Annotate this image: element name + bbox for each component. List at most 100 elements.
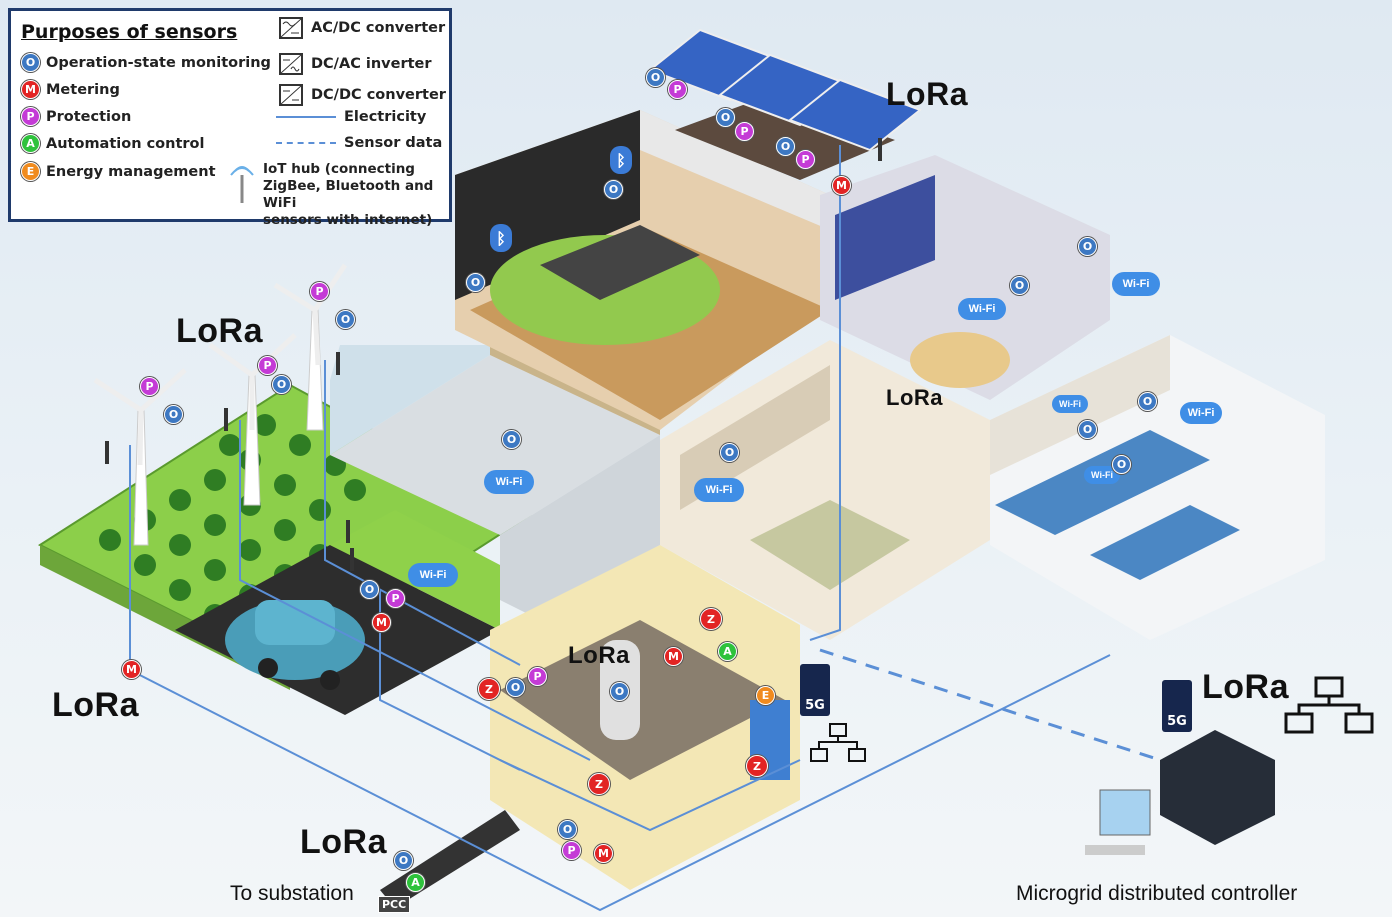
living-room <box>660 340 990 640</box>
electricity-lines <box>129 145 1111 912</box>
wifi-cloud-laundry: Wi-Fi <box>958 298 1006 320</box>
sensor-data-line-swatch <box>276 142 336 144</box>
dcac-inverter-icon <box>224 408 228 431</box>
controller-label: Microgrid distributed controller <box>1016 882 1298 905</box>
operation-badge-icon: O <box>646 68 665 87</box>
legend-label: Protection <box>46 108 132 125</box>
iot-hub-description: IoT hub (connecting ZigBee, Bluetooth an… <box>263 161 449 229</box>
protection-badge-icon: P <box>310 282 329 301</box>
protection-badge-icon: P <box>735 122 754 141</box>
legend-item-iot-hub: IoT hub (connecting ZigBee, Bluetooth an… <box>227 161 449 229</box>
legend-label: Energy management <box>46 163 216 180</box>
electricity-line-swatch <box>276 116 336 118</box>
lora-label-living: LoRa <box>886 385 943 410</box>
wifi-cloud-kitchen-small: Wi-Fi <box>1052 395 1088 413</box>
wifi-cloud-bath: Wi-Fi <box>1112 272 1160 296</box>
operation-badge-icon: O <box>1078 237 1097 256</box>
lora-label-substation: LoRa <box>300 823 387 861</box>
acdc-converter-icon <box>279 17 303 39</box>
kitchen <box>990 335 1325 640</box>
iot-hub-icon <box>227 161 257 229</box>
to-substation-label: To substation <box>230 882 354 905</box>
network-topology-icon <box>1284 676 1374 734</box>
bathroom <box>820 155 1110 400</box>
operation-badge-icon: O <box>272 375 291 394</box>
automation-badge-icon: A <box>718 642 737 661</box>
metering-badge-icon: M <box>372 613 391 632</box>
5g-badge-utility: 5G <box>800 664 830 716</box>
operation-badge-icon: O <box>720 443 739 462</box>
energy-badge-icon: E <box>21 162 40 181</box>
legend-label: Electricity <box>344 109 427 125</box>
operation-badge-icon: O <box>610 682 629 701</box>
protection-badge-icon: P <box>140 377 159 396</box>
pcc-label: PCC <box>378 896 411 913</box>
metering-badge-icon: M <box>832 176 851 195</box>
zigbee-icon: Z <box>478 678 500 700</box>
5g-badge-controller: 5G <box>1162 680 1192 732</box>
protection-badge-icon: P <box>668 80 687 99</box>
dcac-inverter-icon <box>336 352 340 375</box>
wind-turbines <box>93 263 348 546</box>
lora-label-roof: LoRa <box>886 76 968 112</box>
dcdc-converter-icon <box>350 548 354 571</box>
operation-badge-icon: O <box>1112 455 1131 474</box>
operation-badge-icon: O <box>336 310 355 329</box>
legend-item-operation: O Operation-state monitoring <box>21 53 271 72</box>
wifi-cloud-living: Wi-Fi <box>694 478 744 502</box>
legend-item-acdc: AC/DC converter <box>279 17 445 39</box>
legend-label: AC/DC converter <box>311 20 446 36</box>
automation-badge-icon: A <box>21 134 40 153</box>
zigbee-icon: Z <box>700 608 722 630</box>
legend-item-dcdc: DC/DC converter <box>279 84 446 106</box>
legend-item-metering: M Metering <box>21 80 120 99</box>
bedroom <box>455 110 830 430</box>
lora-label-windfarm: LoRa <box>176 312 263 350</box>
legend-label: Operation-state monitoring <box>46 54 271 71</box>
legend-item-sensor-data: Sensor data <box>276 135 442 151</box>
legend-item-protection: P Protection <box>21 107 131 126</box>
metering-badge-icon: M <box>594 844 613 863</box>
acdc-converter-icon <box>346 520 350 543</box>
controller-hardware <box>1085 730 1275 855</box>
dcdc-converter-icon <box>279 84 303 106</box>
operation-badge-icon: O <box>506 678 525 697</box>
bluetooth-icon: ᛒ <box>610 146 632 174</box>
workshop-room <box>330 345 660 615</box>
operation-badge-icon: O <box>466 273 485 292</box>
network-topology-icon <box>810 723 866 762</box>
operation-badge-icon: O <box>164 405 183 424</box>
dcac-inverter-icon <box>279 53 303 75</box>
metering-badge-icon: M <box>21 80 40 99</box>
operation-badge-icon: O <box>1010 276 1029 295</box>
wifi-cloud-kitchen: Wi-Fi <box>1180 402 1222 424</box>
metering-badge-icon: M <box>122 660 141 679</box>
zigbee-icon: Z <box>746 755 768 777</box>
hub-line: IoT hub (connecting <box>263 161 415 177</box>
legend-label: Sensor data <box>344 135 443 151</box>
wifi-cloud-kitchen-small2: Wi-Fi <box>1084 466 1120 484</box>
lora-label-controller: LoRa <box>1202 668 1289 706</box>
operation-badge-icon: O <box>1078 420 1097 439</box>
lora-label-utility: LoRa <box>568 642 630 669</box>
legend-label: Automation control <box>46 135 205 152</box>
legend-title: Purposes of sensors <box>21 21 238 43</box>
legend-box: Purposes of sensors O Operation-state mo… <box>8 8 452 228</box>
protection-badge-icon: P <box>386 589 405 608</box>
zigbee-icon: Z <box>588 773 610 795</box>
operation-badge-icon: O <box>716 108 735 127</box>
automation-badge-icon: A <box>406 873 425 892</box>
protection-badge-icon: P <box>562 841 581 860</box>
protection-badge-icon: P <box>796 150 815 169</box>
protection-badge-icon: P <box>21 107 40 126</box>
lora-label-left: LoRa <box>52 686 139 724</box>
sensor-data-line <box>819 648 1161 762</box>
operation-badge-icon: O <box>604 180 623 199</box>
legend-label: DC/DC converter <box>311 87 446 103</box>
metering-badge-icon: M <box>664 647 683 666</box>
protection-badge-icon: P <box>528 667 547 686</box>
wifi-cloud-workshop: Wi-Fi <box>484 470 534 494</box>
operation-badge-icon: O <box>776 137 795 156</box>
dcac-inverter-icon <box>105 441 109 464</box>
operation-badge-icon: O <box>558 820 577 839</box>
